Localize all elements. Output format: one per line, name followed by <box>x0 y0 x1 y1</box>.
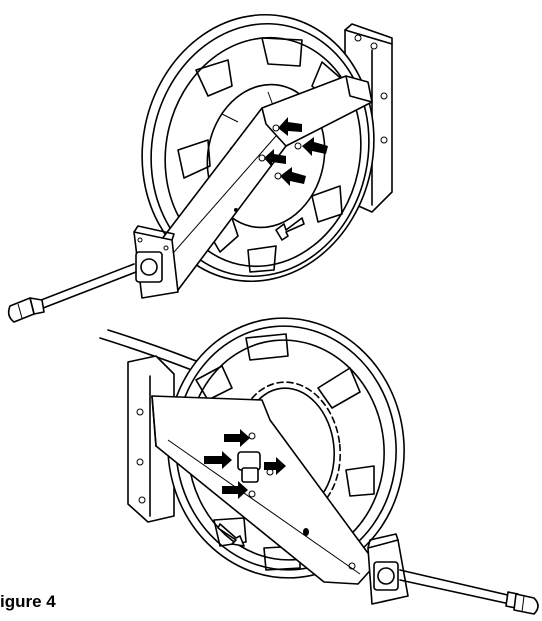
arrow-icon <box>264 149 286 167</box>
arrow-icon <box>222 481 248 499</box>
bottom-bolt-arrows <box>204 429 286 499</box>
top-rotation-arrow <box>275 217 305 241</box>
top-bolt-arrows <box>264 117 328 186</box>
arrow-icon <box>204 451 232 469</box>
top-hose <box>7 263 137 323</box>
top-reel <box>7 13 393 323</box>
bottom-rotation-arrow <box>217 523 245 547</box>
bottom-swivel-fitting <box>237 451 261 483</box>
bottom-hose-guide <box>367 533 409 605</box>
arrow-icon <box>302 137 328 156</box>
figure-caption: igure 4 <box>0 592 56 611</box>
arrow-icon <box>264 457 286 475</box>
top-hose-guide <box>133 225 179 299</box>
arrow-icon <box>278 117 302 136</box>
bottom-swing-arm <box>151 395 377 585</box>
bottom-hose <box>399 569 539 615</box>
bottom-reel <box>99 317 539 615</box>
arrow-icon <box>280 167 306 186</box>
arrow-icon <box>224 429 250 447</box>
